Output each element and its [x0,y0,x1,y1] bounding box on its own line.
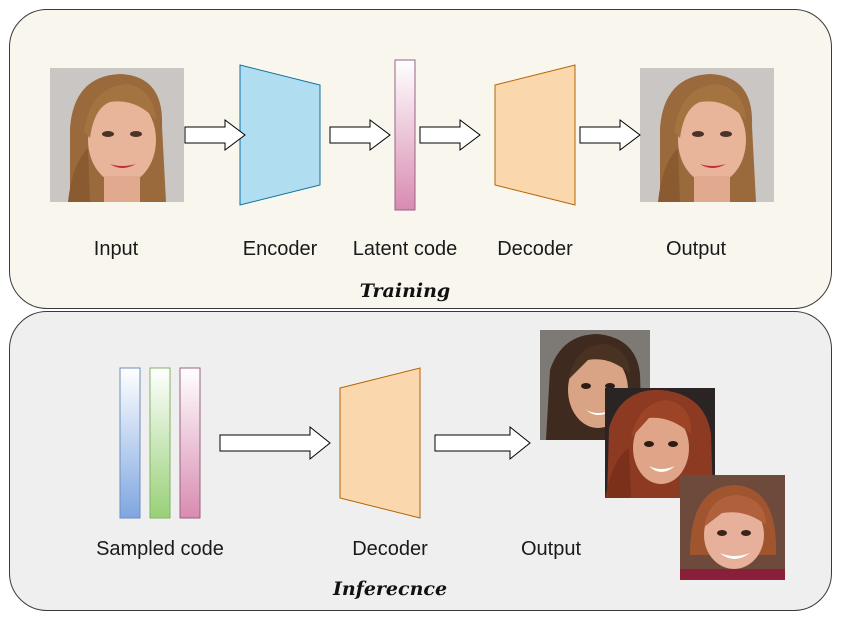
sampled-code-bar-pink [179,367,201,519]
arrow-latent-to-decoder [419,119,481,151]
caption-training: Training [359,280,451,302]
sampled-code-bar-green [149,367,171,519]
sampled-face-image-1 [540,330,650,440]
label-input: Input [93,238,139,260]
label-sampled-code: Sampled code [96,538,224,560]
label-inference-output: Output [520,538,582,560]
label-decoder: Decoder [497,238,573,260]
label-inference-decoder: Decoder [352,538,428,560]
sampled-face-image-3 [680,475,785,580]
output-face-image [640,68,774,202]
label-latent-code: Latent code [352,238,458,260]
latent-code-bar [394,59,416,211]
decoder-shape [494,64,576,206]
arrow-encoder-to-latent [329,119,391,151]
arrow-decoder-to-output [579,119,641,151]
label-encoder: Encoder [242,238,318,260]
input-face-image [50,68,184,202]
inference-decoder-shape [339,367,421,519]
arrow-code-to-decoder [219,425,331,461]
sampled-face-image-2 [605,388,715,498]
sampled-code-bar-blue [119,367,141,519]
caption-inference: Inferecnce [332,578,448,600]
arrow-input-to-encoder [184,119,246,151]
arrow-decoder-to-outputs [434,425,531,461]
label-output: Output [665,238,727,260]
encoder-shape [239,64,321,206]
